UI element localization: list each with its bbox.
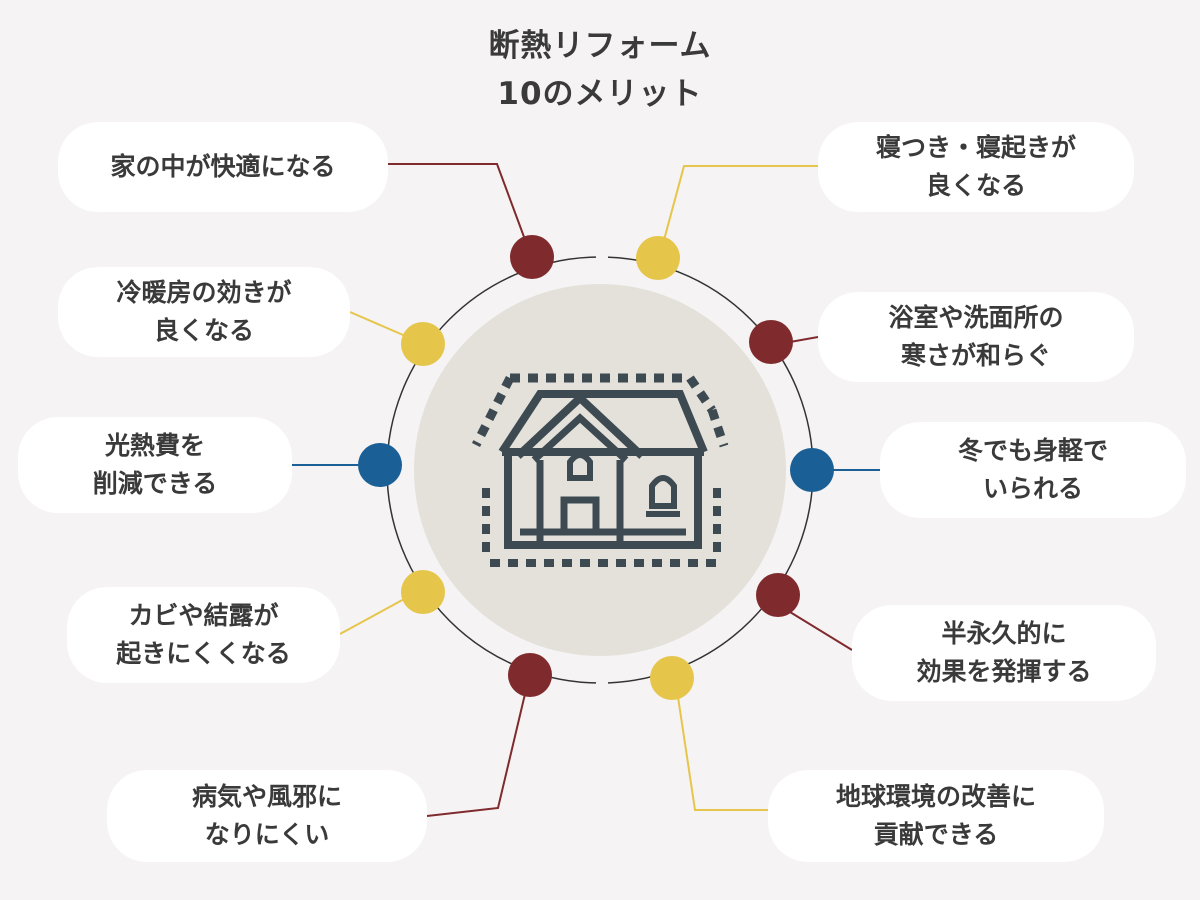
benefit-text: カビや結露が [128,601,279,630]
benefit-text: 良くなる [925,171,1026,200]
marker-dot-eco-friendly [650,656,694,700]
benefit-text: 起きにくくなる [116,639,291,668]
benefit-text: 冷暖房の効きが [116,278,292,307]
benefit-text: 寝つき・寝起きが [875,133,1076,162]
benefit-card-eco-friendly: 地球環境の改善に貢献できる [768,770,1104,862]
diagram-title: 断熱リフォーム 10のメリット [0,22,1200,118]
connector-lines [292,163,880,817]
benefit-text: 貢献できる [873,820,999,849]
marker-dot-better-sleep [636,236,680,280]
benefit-text: 冬でも身軽で [957,436,1108,465]
benefit-card-long-lasting: 半永久的に効果を発揮する [852,605,1156,701]
house-icon-stroke [567,452,593,481]
marker-dot-less-mold [401,570,445,614]
center-disc [414,284,786,656]
connector-less-mold [339,597,407,635]
benefit-text: 削減できる [92,469,218,498]
connector-warmer-bathroom [789,336,819,343]
connector-less-illness [426,693,526,817]
benefit-text: なりにくい [204,820,330,849]
title-line-1: 断熱リフォーム [488,28,712,64]
marker-dot-save-utility [358,443,402,487]
marker-dot-warmer-bathroom [749,320,793,364]
house-icon-stroke [510,373,716,413]
benefit-text: 良くなる [153,316,254,345]
benefit-text: 光熱費を [104,431,205,460]
ring-gap [596,679,608,693]
benefit-text: 地球環境の改善に [835,782,1036,811]
connector-better-aircon [349,311,411,339]
marker-dot-better-aircon [401,322,445,366]
marker-dots [358,235,834,700]
benefit-text: いられる [982,474,1083,503]
house-icon-stroke [504,452,702,549]
benefit-card-warmer-bathroom: 浴室や洗面所の寒さが和らぐ [818,292,1134,382]
benefit-text: 病気や風邪に [191,782,342,811]
house-insulation-icon [471,373,729,567]
benefit-text: 効果を発揮する [916,657,1092,686]
benefit-text: 寒さが和らぐ [900,341,1051,370]
benefit-card-less-illness: 病気や風邪になりにくい [107,770,427,862]
ring-gap [596,249,608,263]
benefit-text: 浴室や洗面所の [888,303,1064,332]
marker-dot-less-illness [508,653,552,697]
benefit-text: 家の中が快適になる [110,152,336,181]
benefit-card-light-clothing: 冬でも身軽でいられる [880,422,1186,518]
connector-comfortable-home [387,163,528,246]
benefit-text: 半永久的に [941,619,1067,648]
connector-better-sleep [663,165,818,241]
house-icon-stroke [560,496,600,532]
benefit-card-less-mold: カビや結露が起きにくくなる [67,587,340,683]
connector-long-lasting [789,611,853,651]
benefit-card-save-utility: 光熱費を削減できる [18,417,292,513]
house-icon-stroke [707,408,729,448]
title-line-2: 10のメリット [497,76,703,112]
marker-dot-light-clothing [790,448,834,492]
house-icon-stroke [515,392,645,459]
house-icon-stroke [498,390,708,455]
benefit-card-better-sleep: 寝つき・寝起きが良くなる [818,122,1134,212]
house-icon-stroke [649,475,677,509]
house-icon-stroke [531,413,629,463]
marker-dot-long-lasting [756,573,800,617]
benefit-card-comfortable-home: 家の中が快適になる [58,122,388,212]
marker-dot-comfortable-home [510,235,554,279]
house-icon-stroke [471,375,515,448]
connector-eco-friendly [677,696,768,811]
benefit-card-better-aircon: 冷暖房の効きが良くなる [58,267,350,357]
